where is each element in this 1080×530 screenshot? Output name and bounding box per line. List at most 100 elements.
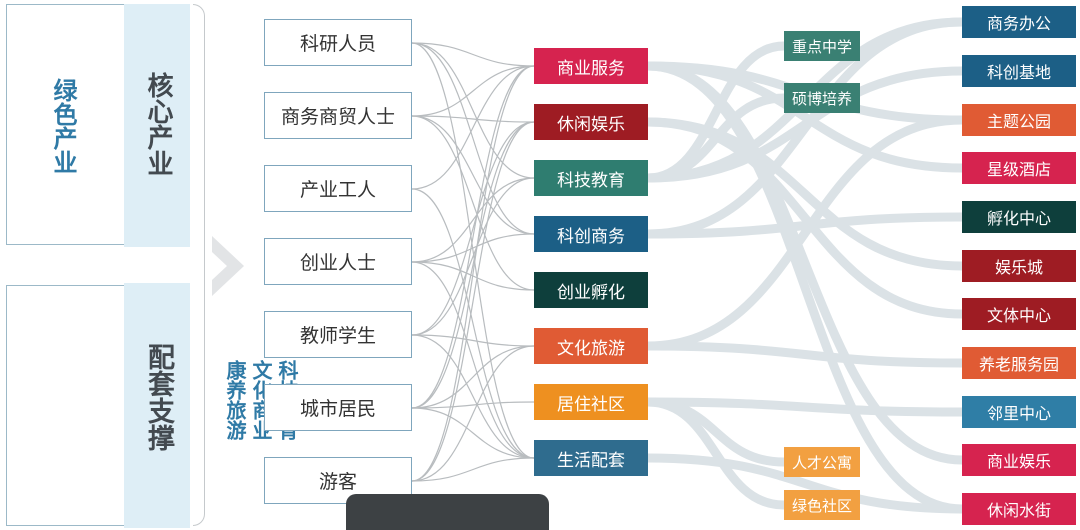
source-link [411,233,535,263]
facility-label-text: 硕博培养 [791,89,852,108]
green-industry-label: 绿色产业 [49,78,77,174]
destination-node-label: 主题公园 [986,112,1051,131]
destination-node-label: 娱乐城 [994,258,1043,277]
source-node: 创业人士 [264,238,412,285]
source-link [411,457,535,482]
function-node: 科技教育 [534,160,648,196]
destination-node: 邻里中心 [962,396,1076,428]
destination-node-label: 孵化中心 [986,209,1051,228]
destination-node: 科创基地 [962,55,1076,87]
destination-node: 养老服务园 [962,347,1076,379]
destination-node: 娱乐城 [962,250,1076,282]
source-link [411,121,535,336]
source-link [411,401,535,409]
flow-arrow-cutout [212,252,227,280]
destination-node-label: 养老服务园 [978,355,1059,374]
destination-node-label: 星级酒店 [986,160,1051,179]
function-node-label: 商业服务 [557,58,625,79]
source-node: 城市居民 [264,384,412,431]
source-link [411,42,535,67]
function-node-label: 文化旅游 [557,338,625,359]
flow-band [643,397,967,417]
source-node: 科研人员 [264,19,412,66]
facility-label: 绿色社区 [784,490,860,520]
function-node: 科创商务 [534,216,648,252]
supporting-tag: 康养旅游 [223,360,247,440]
source-link [411,121,535,482]
facility-label-text: 绿色社区 [791,496,852,515]
function-node: 商业服务 [534,48,648,84]
source-link [411,65,535,482]
function-node: 创业孵化 [534,272,648,308]
destination-node-label: 休闲水街 [986,501,1051,520]
function-node: 生活配套 [534,440,648,476]
source-node-label: 游客 [318,471,357,493]
destination-node: 休闲水街 [962,493,1076,525]
destination-node: 文体中心 [962,298,1076,330]
supporting-band [124,283,190,528]
destination-node-label: 商务办公 [986,14,1051,33]
destination-node: 主题公园 [962,104,1076,136]
supporting-label: 配套支撑 [143,343,174,451]
source-link [411,334,535,459]
destination-node-label: 商业娱乐 [986,452,1051,471]
source-node: 教师学生 [264,311,412,358]
facility-label: 人才公寓 [784,447,860,477]
source-link [411,188,535,459]
flow-band [643,61,967,173]
flow-band [643,453,967,514]
bottom-overlay-tab [346,494,549,530]
destination-node-label: 文体中心 [986,306,1051,325]
function-node-label: 休闲娱乐 [557,114,625,135]
source-node: 游客 [264,457,412,504]
destination-node: 商务办公 [962,6,1076,38]
core-industry-label: 核心产业 [143,72,173,176]
facility-label: 重点中学 [784,31,860,61]
source-link [411,115,535,123]
function-node-label: 生活配套 [557,450,625,471]
flow-band [643,341,967,368]
source-node-label: 科研人员 [299,33,376,55]
source-node-label: 商务商贸人士 [280,106,395,128]
destination-node: 孵化中心 [962,201,1076,233]
source-node-label: 创业人士 [299,252,376,274]
source-link [411,65,535,190]
function-node-label: 科创商务 [557,226,625,247]
source-link [411,115,535,291]
function-node: 居住社区 [534,384,648,420]
facility-label: 硕博培养 [784,83,860,113]
flow-band [643,93,789,183]
core-industry-band [124,4,190,247]
source-link [411,407,535,459]
source-link [411,42,535,459]
source-link [411,334,535,347]
flow-band [643,115,967,351]
facility-label-text: 重点中学 [791,37,852,56]
source-link [411,115,535,235]
destination-node: 商业娱乐 [962,444,1076,476]
facility-label-text: 人才公寓 [791,453,852,472]
flow-band [643,17,967,239]
source-link [411,345,535,482]
flow-band [643,61,967,514]
supporting-panel [6,285,124,526]
destination-node-label: 科创基地 [986,63,1051,82]
source-link [411,177,535,336]
flow-band [643,397,789,510]
source-link [411,42,535,235]
source-link [411,65,535,409]
function-node-label: 创业孵化 [557,282,625,303]
destination-node: 星级酒店 [962,152,1076,184]
source-link [411,42,535,179]
source-node-label: 城市居民 [299,398,376,420]
source-link [411,65,535,117]
function-node: 休闲娱乐 [534,104,648,140]
function-node-label: 科技教育 [557,170,625,191]
source-link [411,177,535,263]
destination-node-label: 邻里中心 [986,404,1051,423]
source-link [411,121,535,409]
source-link [411,261,535,459]
source-node: 产业工人 [264,165,412,212]
source-node-label: 产业工人 [299,179,376,201]
